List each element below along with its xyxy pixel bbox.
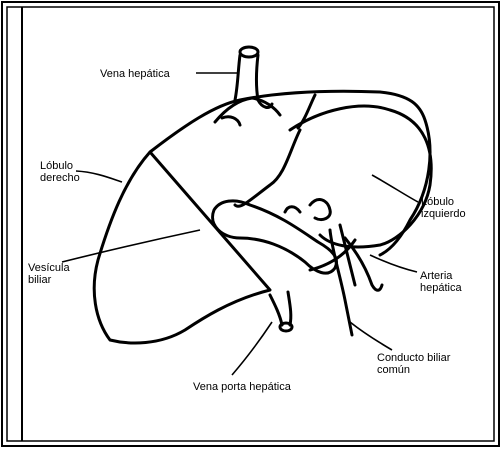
label-vena-hepatica: Vena hepática bbox=[100, 68, 170, 80]
label-vesicula-biliar: Vesícula biliar bbox=[28, 262, 70, 286]
label-lobulo-izquierdo: Lóbulo izquierdo bbox=[421, 196, 466, 220]
leader-lobulo-izquierdo bbox=[372, 175, 418, 202]
outer-border bbox=[2, 2, 499, 446]
leader-arteria bbox=[370, 255, 417, 272]
label-conducto-biliar: Conducto biliar común bbox=[377, 352, 450, 376]
liver-outline bbox=[94, 91, 430, 343]
hepatic-vein bbox=[235, 55, 258, 100]
gallbladder bbox=[213, 201, 337, 273]
label-lobulo-derecho: Lóbulo derecho bbox=[40, 160, 80, 184]
label-vena-porta: Vena porta hepática bbox=[193, 381, 291, 393]
portal-vein bbox=[270, 292, 291, 325]
leader-conducto bbox=[350, 322, 392, 350]
leader-vena-porta bbox=[232, 322, 272, 375]
left-lobe-edge bbox=[290, 106, 431, 247]
leader-vesicula bbox=[62, 230, 200, 262]
leader-lobulo-derecho bbox=[76, 171, 122, 182]
label-arteria-hepatica: Arteria hepática bbox=[420, 270, 462, 294]
